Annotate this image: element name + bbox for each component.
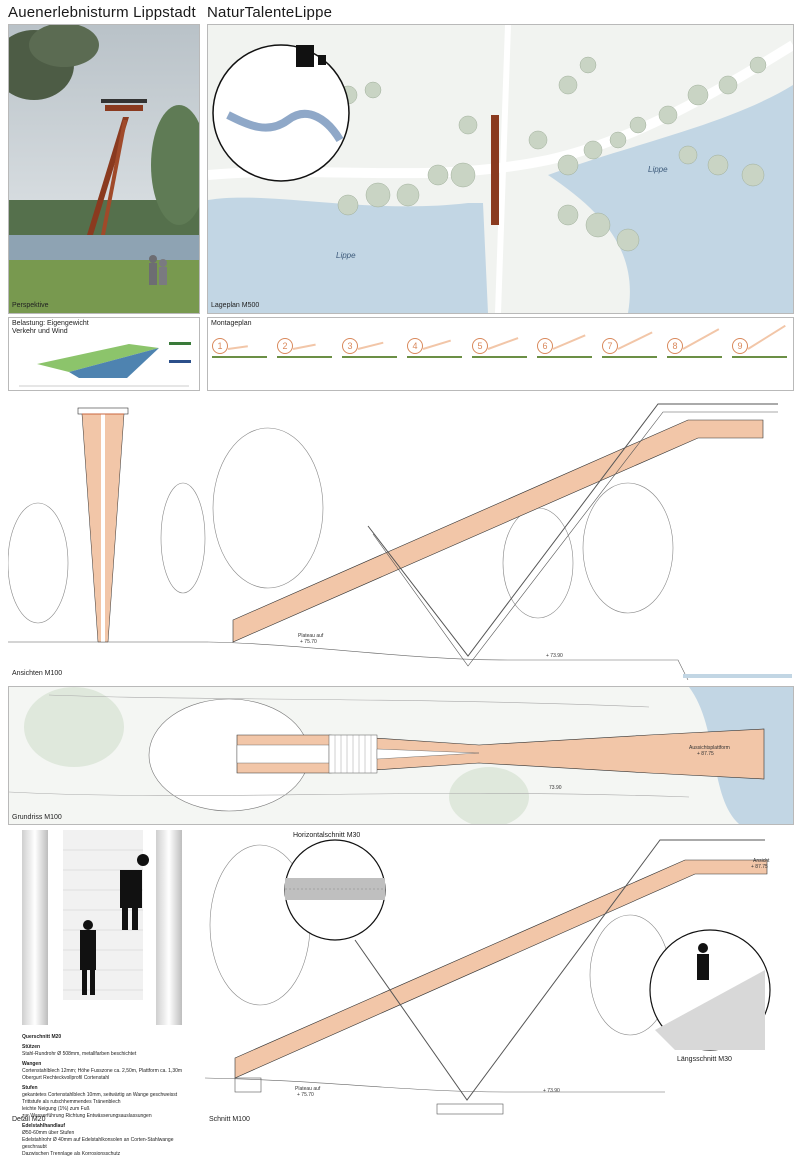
detail-handlauf-2: Edelstahlrohr Ø 40mm auf Edelstahlkonsol… xyxy=(22,1137,174,1150)
assembly-step-ramp xyxy=(682,328,720,350)
assembly-step-ramp xyxy=(747,324,786,350)
assembly-step: 7 xyxy=(600,331,659,386)
assembly-step-number: 4 xyxy=(407,338,423,354)
detail-stuetzen: Stahl-Rundrohr Ø 508mm, metallfarben bes… xyxy=(22,1051,137,1057)
assembly-step-number: 6 xyxy=(537,338,553,354)
assembly-panel: Montageplan 1 2 3 4 5 6 7 8 9 xyxy=(207,317,794,391)
assembly-step-number: 2 xyxy=(277,338,293,354)
assembly-step: 5 xyxy=(470,336,529,386)
floor-plan-dim: 73.90 xyxy=(549,785,562,791)
assembly-step-number: 3 xyxy=(342,338,358,354)
assembly-step: 6 xyxy=(535,334,594,386)
assembly-step: 3 xyxy=(340,336,399,386)
detail-stuetzen-heading: Stützen xyxy=(22,1044,41,1050)
detail-handlauf-heading: Edelstahlhandlauf xyxy=(22,1123,66,1129)
section-plateau: Plateau auf xyxy=(295,1086,321,1092)
section-ground-value: + 73.90 xyxy=(543,1088,560,1094)
horizontal-section-label: Horizontalschnitt M30 xyxy=(293,832,361,839)
load-label-2: Verkehr und Wind xyxy=(12,328,68,335)
assembly-step: 2 xyxy=(275,336,334,386)
assembly-step-number: 9 xyxy=(732,338,748,354)
longitudinal-section-label: Längsschnitt M30 xyxy=(677,1056,732,1063)
assembly-step-number: 1 xyxy=(212,338,228,354)
section-top-value: + 87.75 xyxy=(751,864,768,870)
assembly-step: 4 xyxy=(405,336,464,386)
detail-wangen-heading: Wangen xyxy=(22,1061,42,1067)
assembly-step-ground xyxy=(732,356,787,358)
assembly-step-ground xyxy=(602,356,657,358)
river-label-left: Lippe xyxy=(336,251,356,260)
site-plan-panel: Lippe Lippe Lageplan M500 xyxy=(207,24,794,314)
detail-stufen-4: zur Wasserführung Richtung Entwässerungs… xyxy=(22,1113,152,1119)
load-label-1: Belastung: Eigengewicht xyxy=(12,320,89,327)
detail-drawing xyxy=(22,830,182,1025)
section-drawing xyxy=(205,839,771,1115)
perspective-image xyxy=(9,25,199,313)
floor-plan-panel: Aussichtsplattform + 87.75 73.90 Grundri… xyxy=(8,686,794,825)
section-area: Horizontalschnitt M30 Längsschnitt M30 P… xyxy=(205,830,792,1130)
elevations-label: Ansichten M100 xyxy=(12,670,63,677)
elevation-plateau-value: + 75.70 xyxy=(300,639,317,645)
assembly-step-ground xyxy=(667,356,722,358)
section-plateau-value: + 75.70 xyxy=(297,1092,314,1098)
river-label-right: Lippe xyxy=(648,165,668,174)
site-plan-label: Lageplan M500 xyxy=(211,302,260,309)
assembly-label: Montageplan xyxy=(211,320,252,327)
assembly-step-ramp xyxy=(292,343,316,350)
elevations-section: Plateau auf + 75.70 + 73.90 Ansichten M1… xyxy=(8,398,792,680)
elevation-ground-value: + 73.90 xyxy=(546,653,563,659)
assembly-step-ground xyxy=(472,356,527,358)
perspective-panel: Perspektive xyxy=(8,24,200,314)
assembly-step-ground xyxy=(342,356,397,358)
assembly-step-ramp xyxy=(422,339,452,350)
assembly-step-ground xyxy=(212,356,267,358)
load-diagram xyxy=(19,342,191,387)
elevations-drawing xyxy=(8,403,792,680)
elevation-plateau: Plateau auf xyxy=(298,633,324,639)
section-label: Schnitt M100 xyxy=(209,1116,250,1123)
floor-plan-drawing xyxy=(9,687,793,824)
assembly-step-ramp xyxy=(617,331,653,350)
assembly-step-ground xyxy=(537,356,592,358)
detail-handlauf-1: Ø50-60mm über Stufen xyxy=(22,1130,75,1136)
detail-section-title: Querschnitt M20 xyxy=(22,1034,62,1040)
load-panel: Belastung: Eigengewicht Verkehr und Wind xyxy=(8,317,200,391)
site-plan-map xyxy=(208,25,793,313)
detail-stufen-3: leichte Neigung (1%) zum Fuß xyxy=(22,1106,90,1112)
detail-stufen-2: Trittstufe als rutschhemmendes Tränenble… xyxy=(22,1099,121,1105)
competition-title: NaturTalenteLippe xyxy=(207,4,333,21)
assembly-step-ramp xyxy=(357,341,384,350)
project-title: Auenerlebnisturm Lippstadt xyxy=(8,4,196,21)
assembly-step-ramp xyxy=(227,345,248,350)
assembly-step-number: 8 xyxy=(667,338,683,354)
detail-stufen-heading: Stufen xyxy=(22,1085,38,1091)
assembly-step-ramp xyxy=(552,334,586,350)
detail-wangen-1: Cortenstahlblech 12mm; Höhe Fusszone ca.… xyxy=(22,1068,183,1074)
detail-wangen-2: Obergurt Rechteckvollprofil Cortenstahl xyxy=(22,1075,110,1081)
detail-handlauf-3: Dazwischen Trennlage als Korrosionsschut… xyxy=(22,1151,121,1157)
assembly-step: 8 xyxy=(665,328,724,386)
assembly-step-ground xyxy=(277,356,332,358)
floor-plan-label: Grundriss M100 xyxy=(12,814,62,821)
detail-stufen-1: gekantetes Cortenstahlblech 10mm, seitwä… xyxy=(22,1092,178,1098)
assembly-step: 9 xyxy=(730,324,789,386)
assembly-step-number: 5 xyxy=(472,338,488,354)
assembly-step-ground xyxy=(407,356,462,358)
platform-level: + 87.75 xyxy=(697,751,714,757)
section-top: Ansicht xyxy=(753,858,770,864)
assembly-step-number: 7 xyxy=(602,338,618,354)
detail-label: Detail M20 xyxy=(12,1116,46,1123)
platform-label: Aussichtsplattform xyxy=(689,745,730,751)
assembly-step: 1 xyxy=(210,336,269,386)
perspective-label: Perspektive xyxy=(12,302,49,309)
assembly-step-ramp xyxy=(487,337,519,350)
detail-section: Querschnitt M20 Stützen Stahl-Rundrohr Ø… xyxy=(8,830,198,1157)
